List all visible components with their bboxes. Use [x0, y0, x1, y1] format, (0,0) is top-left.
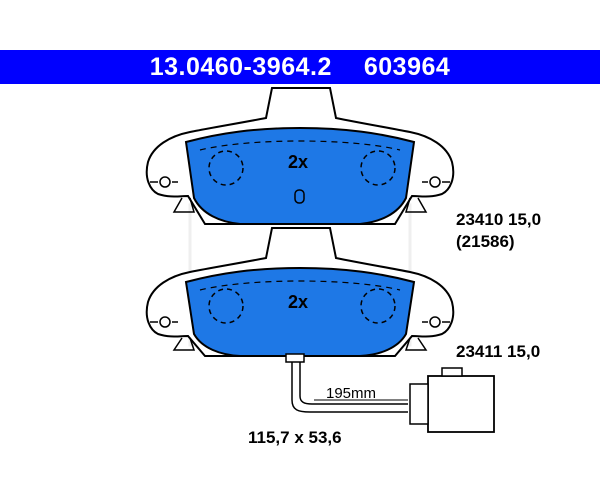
wire-length: 195mm	[326, 385, 377, 402]
upper-friction-pad	[184, 126, 416, 225]
upper-hole-left	[208, 150, 244, 186]
wear-sensor	[291, 362, 495, 433]
sensor-wire	[291, 362, 408, 413]
upper-ear-right	[429, 176, 441, 188]
lower-brake-pad	[145, 227, 455, 363]
connector-tab	[441, 367, 463, 377]
upper-clip-right	[405, 197, 428, 213]
upper-pad-ref: 23410 15,0	[456, 210, 542, 229]
pad-dimensions: 115,7 x 53,6	[248, 428, 342, 447]
upper-clip-left	[172, 197, 195, 213]
upper-slot	[294, 189, 305, 204]
sensor-tab	[285, 353, 305, 363]
connector-latch	[409, 383, 429, 425]
header-bar: 13.0460-3964.2 603964	[0, 50, 600, 84]
lower-ear-left	[159, 316, 171, 328]
lower-pad-quantity: 2x	[288, 292, 309, 312]
lower-pad-ref: 23411 15,0	[456, 342, 541, 361]
lower-clip-left	[172, 337, 196, 351]
upper-pad-alt-ref: (21586)	[456, 232, 515, 251]
upper-hole-right	[360, 150, 396, 186]
upper-brake-pad	[145, 87, 455, 225]
lower-ear-right	[429, 316, 441, 328]
lower-hole-left	[208, 288, 244, 324]
reference-number: 603964	[363, 52, 451, 81]
lower-hole-right	[360, 288, 396, 324]
upper-ear-left	[159, 176, 171, 188]
connector-body	[427, 375, 495, 433]
part-number: 13.0460-3964.2	[149, 52, 332, 81]
upper-pad-quantity: 2x	[288, 152, 309, 172]
lower-clip-right	[404, 337, 428, 351]
lower-friction-pad	[184, 266, 416, 357]
